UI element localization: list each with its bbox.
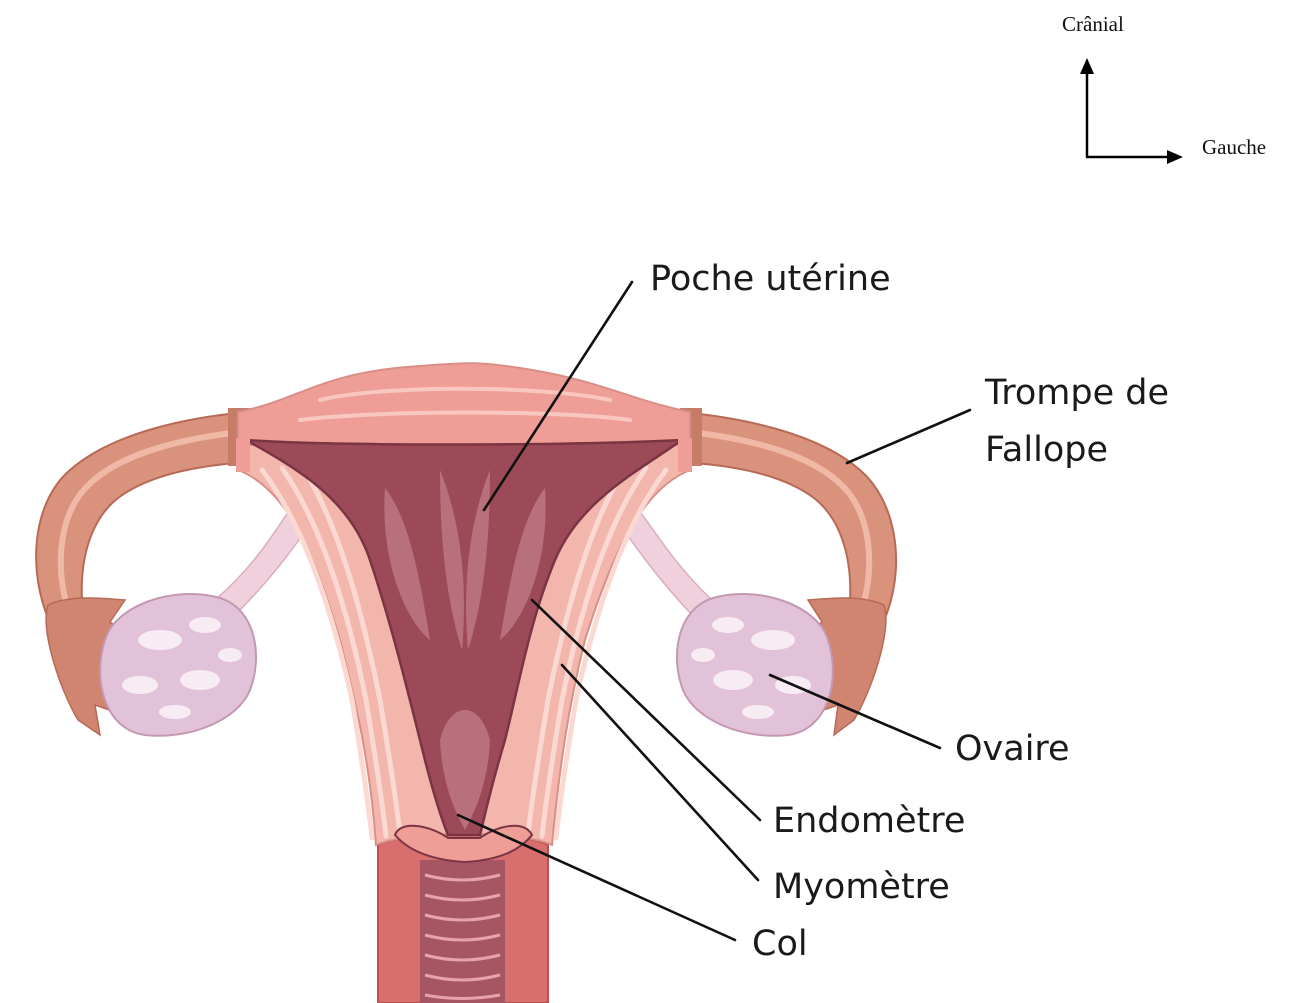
label-ovary: Ovaire xyxy=(955,729,1070,769)
label-uterine-pouch: Poche utérine xyxy=(650,259,891,299)
leader-fallopian-tube xyxy=(847,410,970,463)
orientation-indicator: Crânial Gauche xyxy=(1062,12,1266,164)
uterus-illustration xyxy=(36,363,896,1003)
orientation-left-label: Gauche xyxy=(1202,135,1266,159)
label-cervix: Col xyxy=(752,924,808,964)
label-fallopian-tube-line1: Trompe de xyxy=(984,373,1169,413)
orientation-cranial-label: Crânial xyxy=(1062,12,1124,36)
label-fallopian-tube-line2: Fallope xyxy=(985,430,1108,470)
label-myometrium: Myomètre xyxy=(773,867,950,907)
right-ovary xyxy=(677,594,833,736)
left-arrow-icon xyxy=(1167,150,1183,164)
left-ovary xyxy=(100,594,256,736)
label-endometrium: Endomètre xyxy=(773,801,965,841)
cranial-arrow-icon xyxy=(1080,58,1094,74)
uterine-fundus xyxy=(238,363,690,445)
